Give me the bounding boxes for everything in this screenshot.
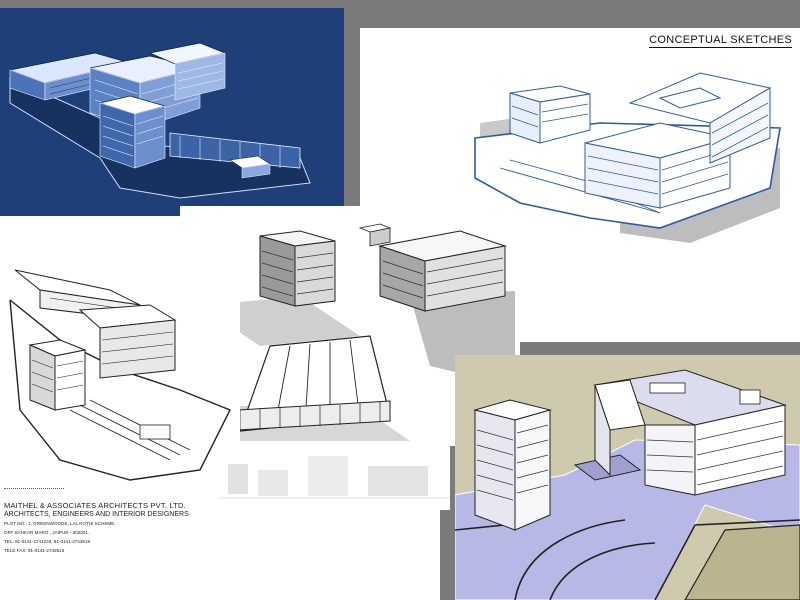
firm-fax-line: TELE FAX: 91-0141-2743619 [4, 548, 65, 553]
grey-frame-top [0, 0, 800, 8]
firm-address-line: OFF SAHKAR MARG , JAIPUR - 302001. [4, 530, 90, 535]
line-drawing-sketch-image [0, 260, 240, 490]
colored-3d-model-image [455, 355, 800, 600]
faded-sketch-image [218, 446, 450, 510]
firm-name: MAITHEL & ASSOCIATES ARCHITECTS PVT. LTD… [4, 501, 186, 510]
firm-description: ARCHITECTS, ENGINEERS AND INTERIOR DESIG… [4, 511, 189, 518]
sheet-title: CONCEPTUAL SKETCHES [649, 34, 792, 48]
grey-frame-right-strip [344, 8, 360, 216]
firm-phone-line: TEL. 91-0141-2741232, 91-0141-2743619 [4, 539, 91, 544]
dotted-divider [4, 488, 64, 493]
blue-3d-model-image [0, 8, 344, 216]
grey-frame-top-right [344, 8, 800, 28]
firm-title-block: MAITHEL & ASSOCIATES ARCHITECTS PVT. LTD… [4, 501, 234, 555]
firm-address-line: PLOT NO.- 1, GREENWOODS, LAL KOTHI SCHEM… [4, 521, 116, 526]
